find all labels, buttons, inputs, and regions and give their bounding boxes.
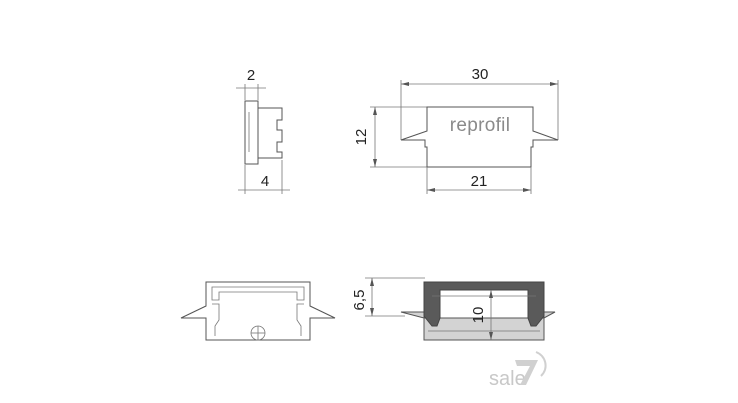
section-inner-arrow-bottom	[489, 332, 493, 340]
watermark: sale	[489, 351, 547, 390]
end-cap-view	[180, 281, 336, 341]
front-width-arrow-right	[550, 82, 558, 86]
section-inner-arrow-top	[489, 290, 493, 298]
side-cap-body	[257, 107, 283, 159]
section-profile	[423, 281, 545, 327]
watermark-seven-icon	[515, 360, 538, 385]
dim-front-inner: 21	[471, 173, 488, 190]
section-height-arrow-top	[370, 278, 374, 286]
dim-front-width: 30	[472, 66, 489, 83]
watermark-swoosh-icon	[535, 351, 547, 377]
cross-section-view: 6,5 10	[351, 277, 556, 341]
front-inner-arrow-left	[427, 188, 435, 192]
end-cap-top-rib	[211, 286, 305, 301]
side-view: 2 4	[236, 67, 290, 194]
section-height-arrow-bottom	[370, 308, 374, 316]
front-view: 30 12 reprofil 21	[353, 66, 559, 194]
dim-section-height: 6,5	[351, 290, 368, 311]
dim-side-top: 2	[247, 67, 255, 84]
front-width-arrow-left	[401, 82, 409, 86]
side-cap-plate	[244, 100, 259, 165]
front-inner-arrow-right	[523, 188, 531, 192]
end-cap-outline	[180, 281, 336, 341]
dim-side-bottom: 4	[261, 173, 269, 190]
watermark-text: sale	[489, 368, 526, 390]
end-cap-side-ribs	[212, 303, 304, 336]
dim-section-inner: 10	[470, 307, 487, 324]
brand-logo: reprofil	[450, 115, 510, 136]
front-height-arrow-top	[373, 107, 377, 115]
dim-front-height: 12	[353, 129, 370, 146]
front-height-arrow-bottom	[373, 159, 377, 167]
